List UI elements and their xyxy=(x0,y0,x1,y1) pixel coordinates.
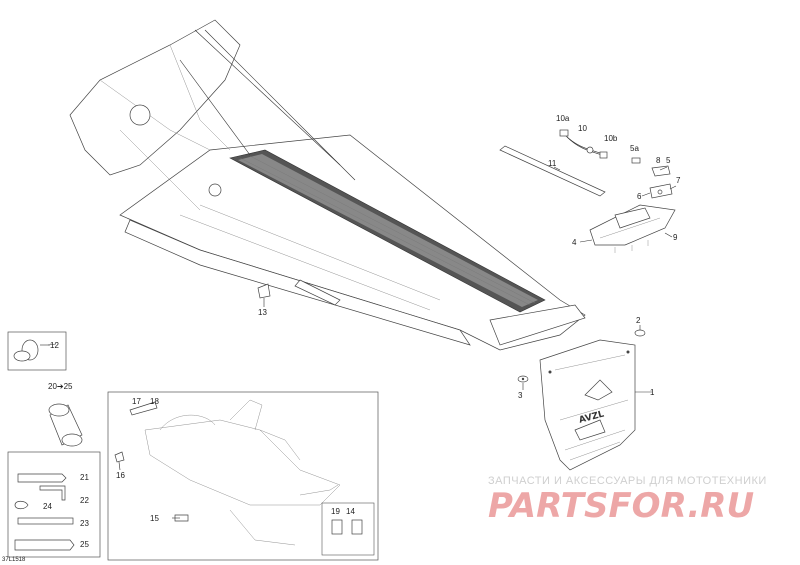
callout-14: 14 xyxy=(346,507,355,516)
callout-12: 12 xyxy=(50,341,59,350)
callout-1: 1 xyxy=(650,388,655,397)
callout-3: 3 xyxy=(518,391,523,400)
decal-box xyxy=(107,391,379,561)
callout-22: 22 xyxy=(80,496,89,505)
callout-16: 16 xyxy=(116,471,125,480)
trim-strip xyxy=(499,145,606,197)
tool-kit-can xyxy=(48,403,83,447)
callout-19: 19 xyxy=(331,507,340,516)
callout-24: 24 xyxy=(43,502,52,511)
callout-8: 8 xyxy=(656,156,661,165)
watermark: ЗАПЧАСТИ И АКСЕССУАРЫ ДЛЯ МОТОТЕХНИКИ PA… xyxy=(488,475,767,526)
watermark-tagline: ЗАПЧАСТИ И АКСЕССУАРЫ ДЛЯ МОТОТЕХНИКИ xyxy=(488,475,767,487)
tail-light-fasteners xyxy=(631,157,673,199)
callout-5a: 5a xyxy=(630,144,639,153)
callout-labels: 1 2 3 4 5 5a 6 7 8 9 10 10a 10b 11 12 13… xyxy=(2,114,681,563)
callout-9: 9 xyxy=(673,233,678,242)
mirror-part-box xyxy=(7,331,67,371)
wiring-harness xyxy=(559,129,608,159)
callout-4: 4 xyxy=(572,238,577,247)
callout-15: 15 xyxy=(150,514,159,523)
callout-17: 17 xyxy=(132,397,141,406)
tail-light-housing xyxy=(589,204,676,253)
snow-flap: AVZL xyxy=(517,329,646,471)
callout-21: 21 xyxy=(80,473,89,482)
watermark-brand: PARTSFOR.RU xyxy=(488,486,754,526)
callout-11: 11 xyxy=(548,159,557,168)
callout-18: 18 xyxy=(150,397,159,406)
callout-10a: 10a xyxy=(556,114,570,123)
callout-2: 2 xyxy=(636,316,641,325)
tunnel-assembly xyxy=(69,19,586,351)
callout-23: 23 xyxy=(80,519,89,528)
callout-25: 25 xyxy=(80,540,89,549)
callout-5: 5 xyxy=(666,156,671,165)
diagram-id: 37L1518 xyxy=(2,557,26,563)
tool-kit-box xyxy=(7,451,101,558)
callout-10: 10 xyxy=(578,124,587,133)
callout-7: 7 xyxy=(676,176,681,185)
callout-13: 13 xyxy=(258,308,267,317)
leader-lines xyxy=(47,166,677,519)
callout-20-25: 20➔25 xyxy=(48,382,73,391)
callout-6: 6 xyxy=(637,192,642,201)
callout-10b: 10b xyxy=(604,134,618,143)
